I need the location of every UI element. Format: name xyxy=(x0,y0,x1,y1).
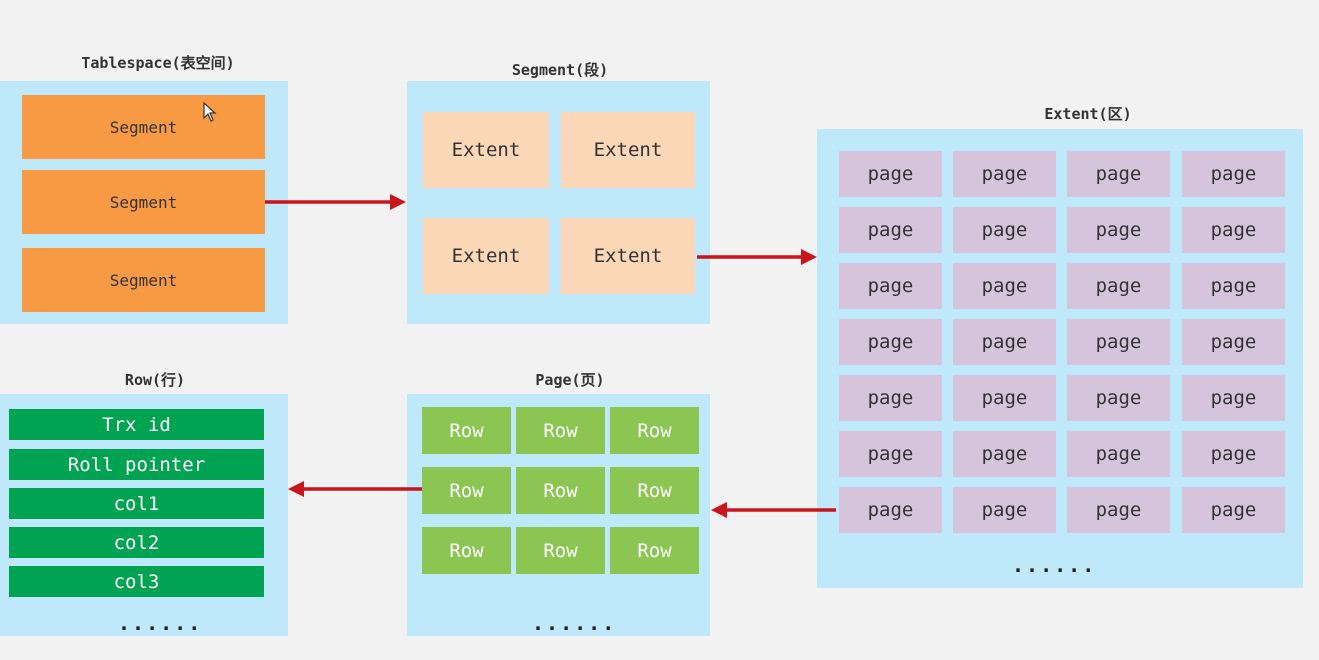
extent-page: page xyxy=(839,487,942,533)
extent-page: page xyxy=(1067,263,1170,309)
extent-page: page xyxy=(1067,487,1170,533)
extent-page: page xyxy=(1067,151,1170,197)
extent-page: page xyxy=(1067,319,1170,365)
extent-page: page xyxy=(1182,431,1285,477)
tablespace-segment: Segment xyxy=(22,95,265,159)
extent-page: page xyxy=(1182,207,1285,253)
extent-page: page xyxy=(1067,207,1170,253)
extent-page: page xyxy=(953,207,1056,253)
row-field-trx-id: Trx id xyxy=(9,409,264,440)
extent-page: page xyxy=(953,319,1056,365)
extent-page: page xyxy=(839,319,942,365)
extent-page: page xyxy=(1182,151,1285,197)
extent-page: page xyxy=(953,431,1056,477)
extent-page: page xyxy=(839,375,942,421)
extent-page: page xyxy=(839,207,942,253)
extent-page: page xyxy=(839,151,942,197)
extent-page: page xyxy=(1067,431,1170,477)
page-ellipsis: ...... xyxy=(532,611,617,635)
extent-page: page xyxy=(1067,375,1170,421)
page-row: Row xyxy=(516,407,605,454)
page-row: Row xyxy=(422,407,511,454)
row-title: Row(行) xyxy=(124,371,186,389)
extent-ellipsis: ...... xyxy=(1012,553,1097,577)
tablespace-title: Tablespace(表空间) xyxy=(81,54,235,72)
page-row: Row xyxy=(516,527,605,574)
extent-title: Extent(区) xyxy=(1044,105,1132,123)
segment-panel: Extent Extent Extent Extent xyxy=(407,81,710,324)
row-ellipsis: ...... xyxy=(118,611,203,635)
extent-page: page xyxy=(1182,263,1285,309)
extent-page: page xyxy=(953,375,1056,421)
extent-page: page xyxy=(953,151,1056,197)
segment-title: Segment(段) xyxy=(511,61,609,79)
page-row: Row xyxy=(422,527,511,574)
extent-page: page xyxy=(1182,487,1285,533)
extent-page: page xyxy=(839,431,942,477)
tablespace-panel: Segment Segment Segment xyxy=(0,81,288,324)
page-title: Page(页) xyxy=(535,371,605,389)
extent-page: page xyxy=(953,263,1056,309)
row-field-col3: col3 xyxy=(9,566,264,597)
arrow-segment-to-extent xyxy=(265,194,406,210)
page-row: Row xyxy=(516,467,605,514)
mouse-cursor-icon xyxy=(203,102,217,122)
page-row: Row xyxy=(610,527,699,574)
page-row: Row xyxy=(422,467,511,514)
arrow-page-to-row-list xyxy=(711,502,836,518)
segment-extent: Extent xyxy=(423,218,549,294)
row-field-roll-pointer: Roll pointer xyxy=(9,449,264,480)
extent-page: page xyxy=(953,487,1056,533)
extent-page: page xyxy=(1182,375,1285,421)
row-panel: Trx id Roll pointer col1 col2 col3 xyxy=(0,394,288,636)
row-field-col1: col1 xyxy=(9,488,264,519)
tablespace-segment: Segment xyxy=(22,248,265,312)
row-field-col2: col2 xyxy=(9,527,264,558)
page-row: Row xyxy=(610,407,699,454)
page-row: Row xyxy=(610,467,699,514)
arrow-extent-to-page xyxy=(697,249,817,265)
extent-page: page xyxy=(839,263,942,309)
tablespace-segment: Segment xyxy=(22,170,265,234)
segment-extent: Extent xyxy=(423,112,549,188)
segment-extent: Extent xyxy=(561,218,695,294)
arrow-row-to-fields xyxy=(288,481,422,497)
segment-extent: Extent xyxy=(561,112,695,188)
extent-page: page xyxy=(1182,319,1285,365)
